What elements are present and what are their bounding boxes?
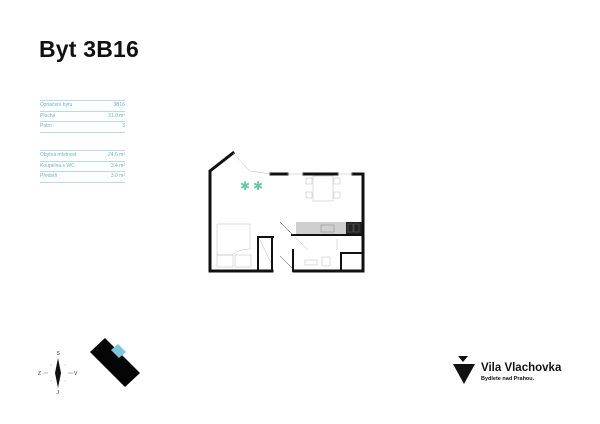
info-value: 3.0 m² [110, 173, 125, 179]
info-label: Označení bytu [40, 102, 73, 108]
compass-east: V [74, 371, 78, 377]
compass-west: Z [38, 371, 41, 377]
info-value: 24.6 m² [108, 152, 125, 158]
info-label: Předsíň [40, 173, 58, 179]
info-value: 3.4 m² [110, 162, 125, 169]
info-label: Obytná místnost [40, 152, 77, 158]
compass-north: S [57, 351, 61, 357]
info-value: 3B16 [113, 102, 125, 108]
svg-text:✱: ✱ [253, 179, 263, 193]
info-row: Označení bytu 3B16 [40, 100, 125, 112]
room-areas-table: Obytná místnost 24.6 m² Koupelna s WC 3.… [40, 150, 125, 183]
brand-tagline: Bydlete nad Prahou. [481, 376, 535, 382]
info-row: Předsíň 3.0 m² [40, 172, 125, 183]
compass-icon: S Z V J [38, 351, 78, 394]
info-label: Koupelna s WC [40, 162, 75, 169]
brand-name: Vila Vlachovka [481, 362, 562, 374]
apartment-info-table: Označení bytu 3B16 Plocha 31.0 m² Patro … [40, 100, 125, 133]
plant-icon: ✱ ✱ [240, 179, 263, 193]
apartment-highlight [111, 344, 126, 358]
info-row: Koupelna s WC 3.4 m² [40, 162, 125, 172]
info-value: 3 [122, 123, 125, 129]
info-label: Patro [40, 123, 52, 129]
brand-logo-icon [453, 356, 475, 384]
info-row: Plocha 31.0 m² [40, 112, 125, 122]
info-value: 31.0 m² [108, 112, 125, 119]
compass-south: J [57, 390, 60, 394]
floor-plan: ✱ ✱ [208, 150, 365, 273]
info-row: Obytná místnost 24.6 m² [40, 150, 125, 162]
page-title: Byt 3B16 [39, 36, 140, 62]
info-row: Patro 3 [40, 122, 125, 133]
info-label: Plocha [40, 112, 56, 119]
svg-text:✱: ✱ [240, 179, 250, 193]
building-location-map [90, 338, 140, 387]
